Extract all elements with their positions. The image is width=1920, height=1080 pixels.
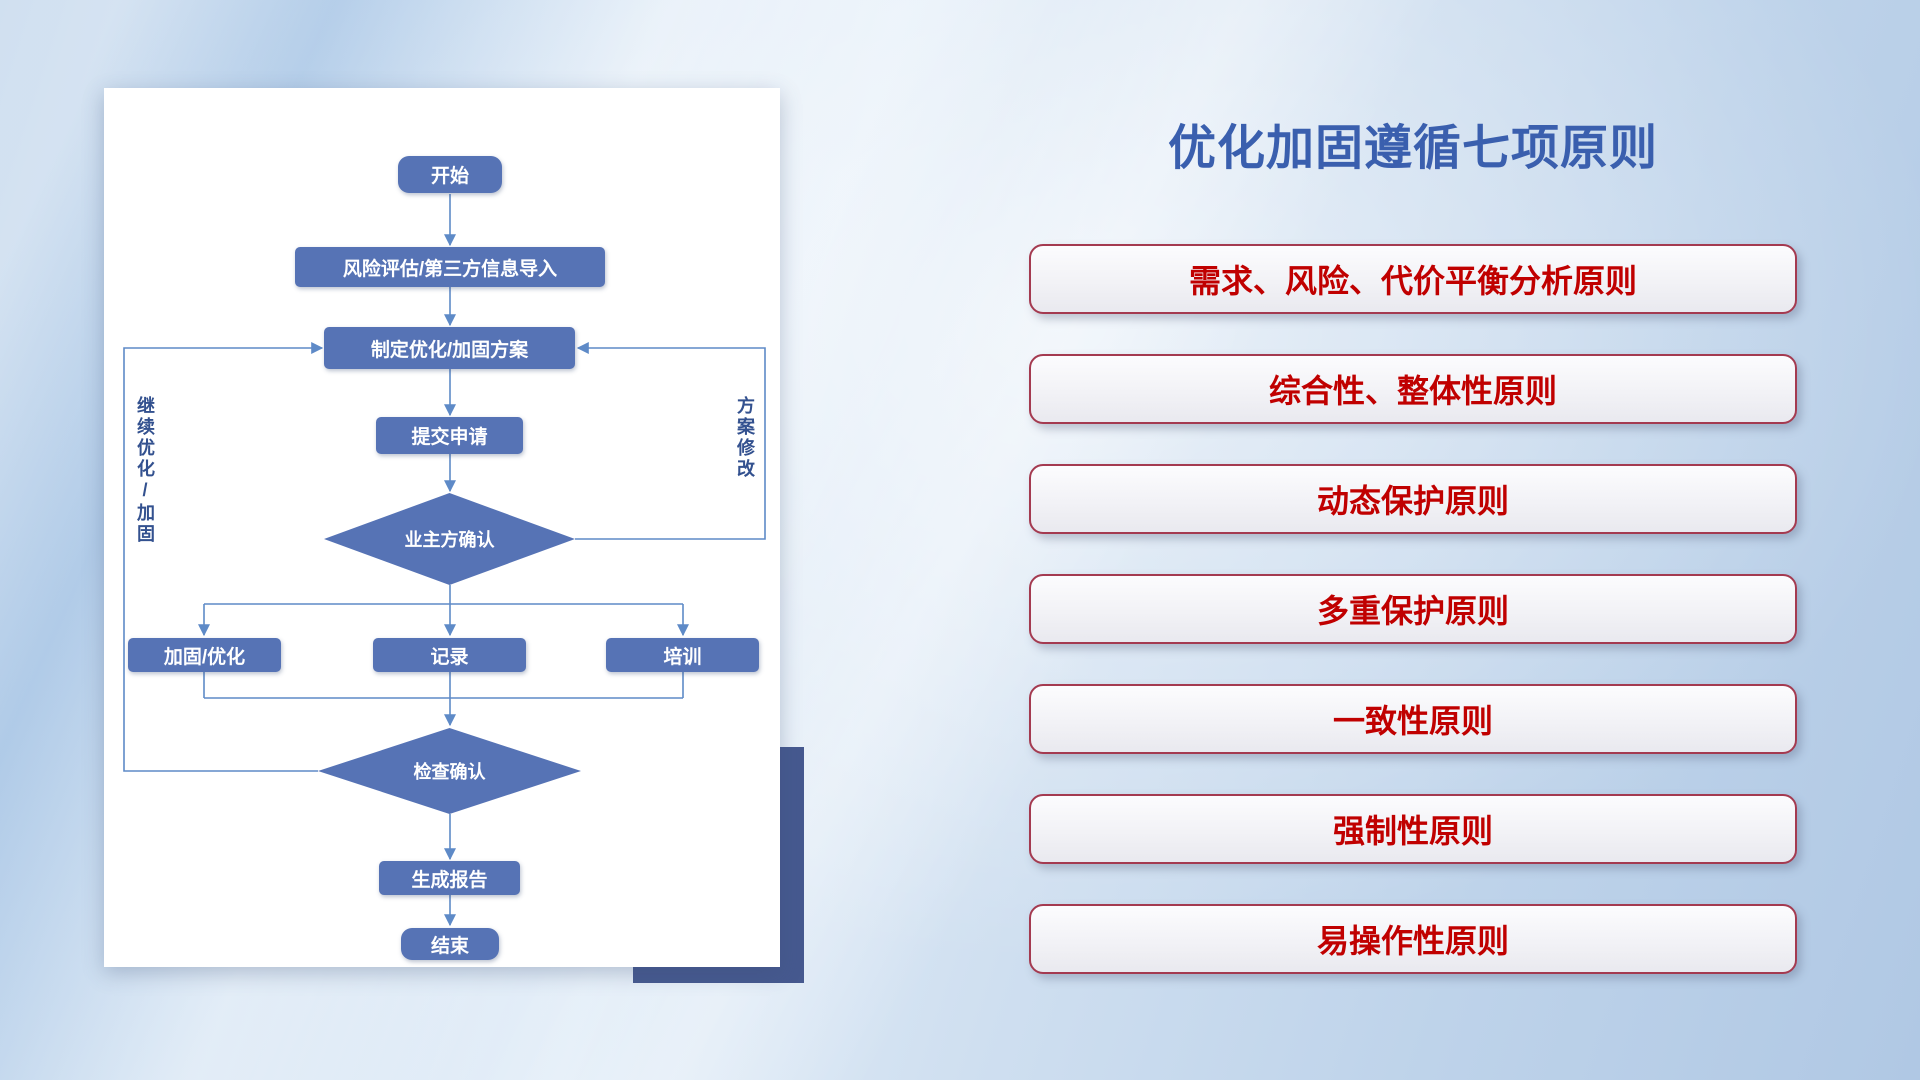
principle-item-4: 多重保护原则: [1029, 574, 1797, 644]
flow-node-record-label: 记录: [430, 646, 469, 668]
flow-node-training: 培训: [606, 638, 759, 672]
flow-node-training-label: 培训: [663, 646, 702, 668]
principle-item-6-label: 强制性原则: [1332, 813, 1493, 849]
flow-node-plan-label: 制定优化/加固方案: [370, 339, 529, 361]
principle-item-4-label: 多重保护原则: [1316, 593, 1509, 629]
page-title: 优化加固遵循七项原则: [1167, 122, 1658, 175]
flow-node-reinforce: 加固/优化: [128, 638, 281, 672]
flow-node-risk-import: 风险评估/第三方信息导入: [295, 247, 605, 287]
flow-node-start: 开始: [398, 156, 502, 193]
flowchart-connectors: [123, 194, 766, 927]
flow-node-reinforce-label: 加固/优化: [163, 646, 246, 668]
principle-item-3: 动态保护原则: [1029, 464, 1797, 534]
flow-loop-label-modify: 方案修改: [735, 396, 755, 480]
flow-loop-label-continue: 继续优化/加固: [135, 396, 155, 545]
principle-item-7-label: 易操作性原则: [1316, 923, 1509, 959]
flow-decision-owner-confirm-label: 业主方确认: [404, 530, 495, 550]
flow-node-risk-import-label: 风险评估/第三方信息导入: [342, 258, 558, 280]
flow-node-submit: 提交申请: [376, 417, 523, 454]
flowchart-panel: 开始 风险评估/第三方信息导入 制定优化/加固方案 提交申请 业主方确认 加固/…: [104, 88, 780, 967]
principle-item-5-label: 一致性原则: [1332, 703, 1493, 739]
principle-item-7: 易操作性原则: [1029, 904, 1797, 974]
principle-item-1-label: 需求、风险、代价平衡分析原则: [1188, 263, 1637, 299]
principle-item-1: 需求、风险、代价平衡分析原则: [1029, 244, 1797, 314]
principle-item-3-label: 动态保护原则: [1316, 483, 1509, 519]
flow-node-report-label: 生成报告: [411, 869, 488, 891]
principle-item-2-label: 综合性、整体性原则: [1268, 373, 1557, 409]
flow-decision-check-confirm-label: 检查确认: [413, 762, 486, 782]
principle-item-2: 综合性、整体性原则: [1029, 354, 1797, 424]
principle-item-6: 强制性原则: [1029, 794, 1797, 864]
flow-node-start-label: 开始: [430, 166, 469, 187]
flow-node-plan: 制定优化/加固方案: [324, 327, 575, 369]
flow-node-record: 记录: [373, 638, 526, 672]
flow-node-end-label: 结束: [430, 935, 469, 957]
flow-node-report: 生成报告: [379, 861, 520, 895]
flow-node-submit-label: 提交申请: [411, 427, 488, 448]
principles-list: 需求、风险、代价平衡分析原则 综合性、整体性原则 动态保护原则 多重保护原则 一…: [1029, 244, 1797, 974]
flow-node-end: 结束: [401, 928, 499, 960]
principle-item-5: 一致性原则: [1029, 684, 1797, 754]
